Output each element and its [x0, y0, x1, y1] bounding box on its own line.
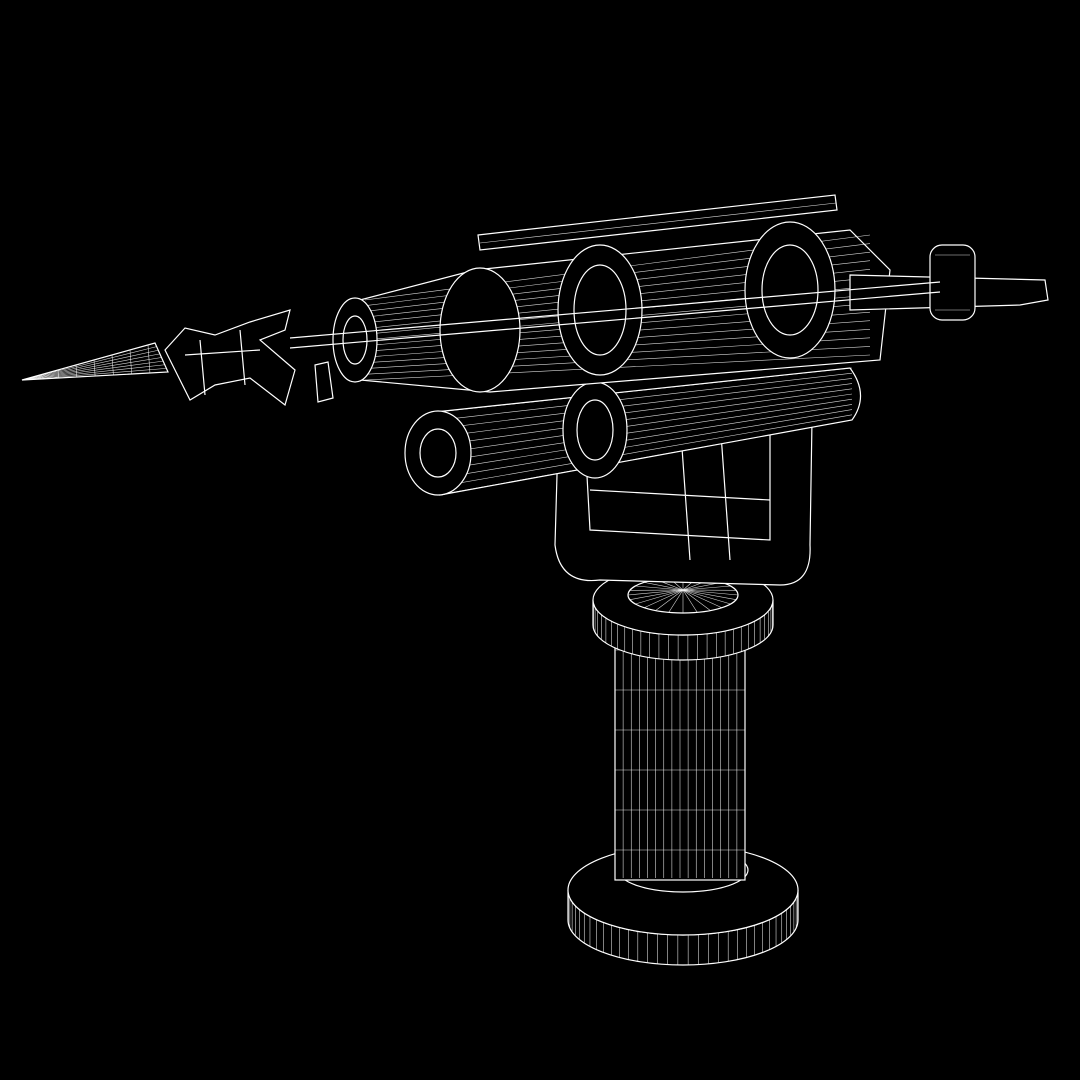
- wire-edge: [437, 388, 853, 446]
- wire-edge: [682, 589, 731, 605]
- wire-edge: [682, 589, 698, 613]
- wire-edge: [682, 589, 739, 596]
- lower-cylinder: [404, 367, 862, 496]
- wire-edge: [57, 369, 59, 378]
- wire-edge: [75, 364, 78, 377]
- pedestal-column: [614, 629, 746, 881]
- wire-edge: [437, 409, 853, 479]
- wire-edge: [682, 589, 723, 609]
- wire-edge: [21, 360, 164, 381]
- wire-edge: [437, 378, 853, 429]
- wire-edge: [129, 349, 132, 374]
- wire-edge: [644, 581, 684, 591]
- wire-edge: [629, 589, 684, 600]
- top-rail: [477, 194, 838, 251]
- wire-edge: [111, 354, 114, 375]
- wire-edge: [147, 344, 151, 373]
- wire-edge: [682, 585, 731, 591]
- wire-edge: [437, 398, 853, 463]
- wire-edge: [21, 364, 165, 381]
- wire-edge: [682, 589, 711, 611]
- wire-edge: [437, 372, 853, 421]
- wire-edge: [437, 419, 853, 496]
- wire-edge: [21, 368, 167, 381]
- wire-edge: [655, 589, 684, 611]
- wire-edge: [668, 589, 684, 613]
- harpoon-head: [21, 309, 334, 407]
- wire-edge: [437, 367, 853, 413]
- rear-handle: [849, 244, 1049, 321]
- wire-edge: [21, 353, 160, 381]
- wire-edge: [21, 349, 159, 381]
- wire-edge: [21, 342, 156, 381]
- wire-edge: [635, 585, 684, 591]
- wire-edge: [627, 589, 684, 596]
- wire-edge: [437, 414, 853, 487]
- wire-edge: [635, 589, 684, 605]
- wire-edge: [437, 393, 853, 454]
- wire-edge: [643, 589, 684, 609]
- wire-edge: [437, 383, 853, 438]
- wire-edge: [21, 371, 169, 381]
- wire-edge: [21, 346, 157, 381]
- main-barrel: [332, 221, 891, 393]
- wire-edge: [437, 404, 853, 471]
- harpoon-shaft: [289, 281, 941, 349]
- wire-edge: [93, 359, 96, 376]
- wire-edge: [21, 357, 162, 381]
- wire-edge: [682, 589, 737, 600]
